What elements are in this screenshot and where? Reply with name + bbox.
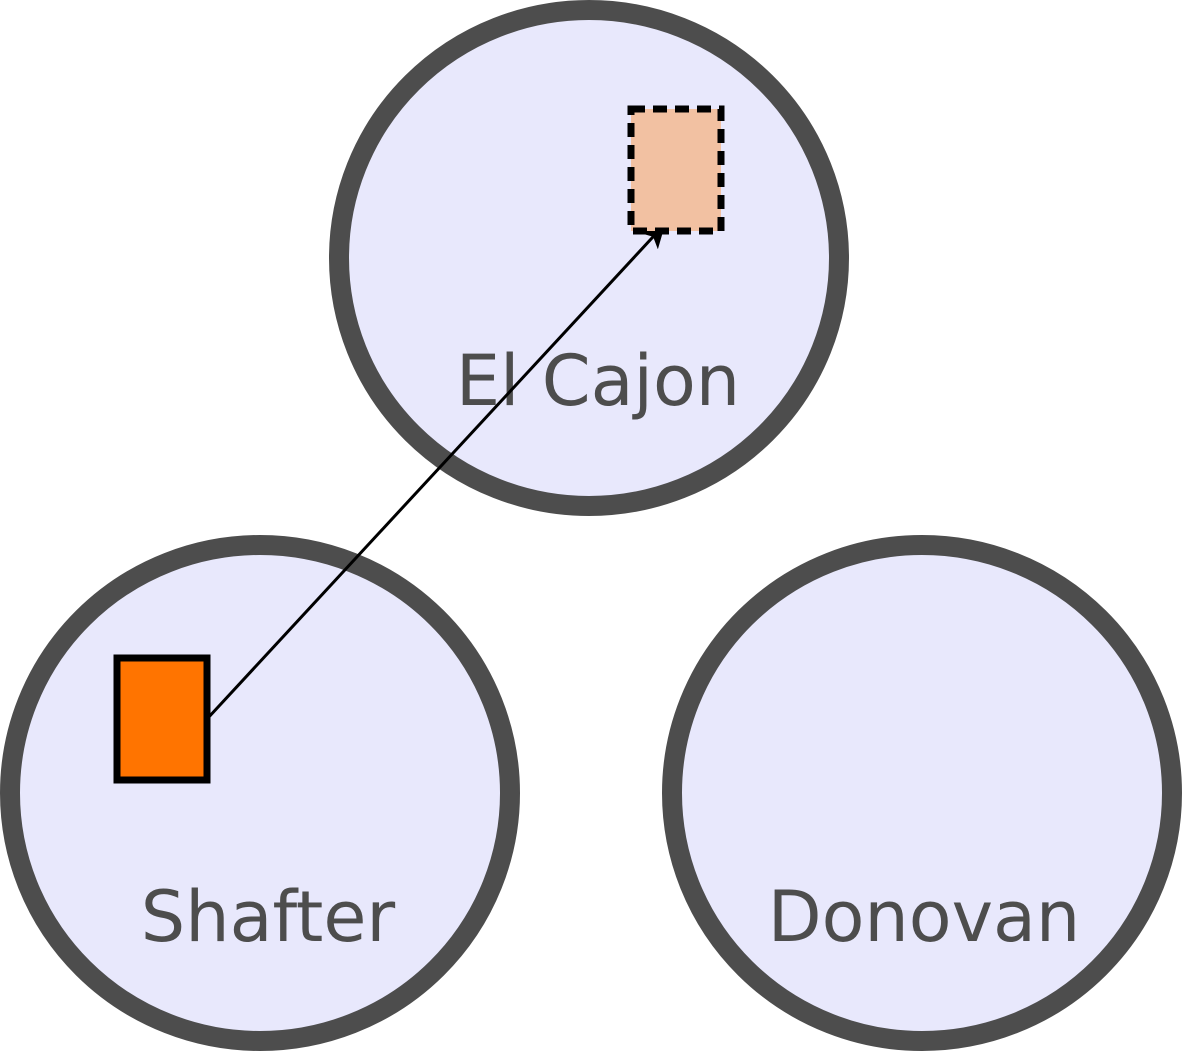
node-shafter: Shafter [0, 535, 520, 1051]
el-cajon-label: El Cajon [456, 340, 740, 422]
shafter-circle [0, 535, 520, 1051]
move-arrow [205, 223, 666, 721]
target-item-box [627, 105, 725, 235]
node-donovan: Donovan [662, 535, 1182, 1051]
source-item-box [113, 654, 211, 784]
donovan-label: Donovan [768, 876, 1081, 958]
shafter-label: Shafter [141, 876, 396, 958]
node-el-cajon: El Cajon [329, 0, 849, 516]
el-cajon-circle [329, 0, 849, 516]
donovan-circle [662, 535, 1182, 1051]
